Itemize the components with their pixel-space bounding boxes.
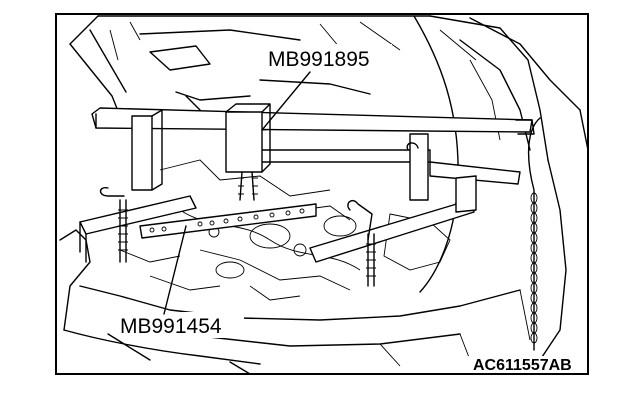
tool-label-mb991454: MB991454 <box>120 315 222 338</box>
chain <box>530 192 538 344</box>
figure-code: AC611557AB <box>473 357 572 374</box>
engine-hanger-tool <box>79 103 541 351</box>
leader-mb991454 <box>163 225 187 315</box>
tool-label-mb991895: MB991895 <box>268 48 370 71</box>
leader-mb991895 <box>261 71 311 131</box>
